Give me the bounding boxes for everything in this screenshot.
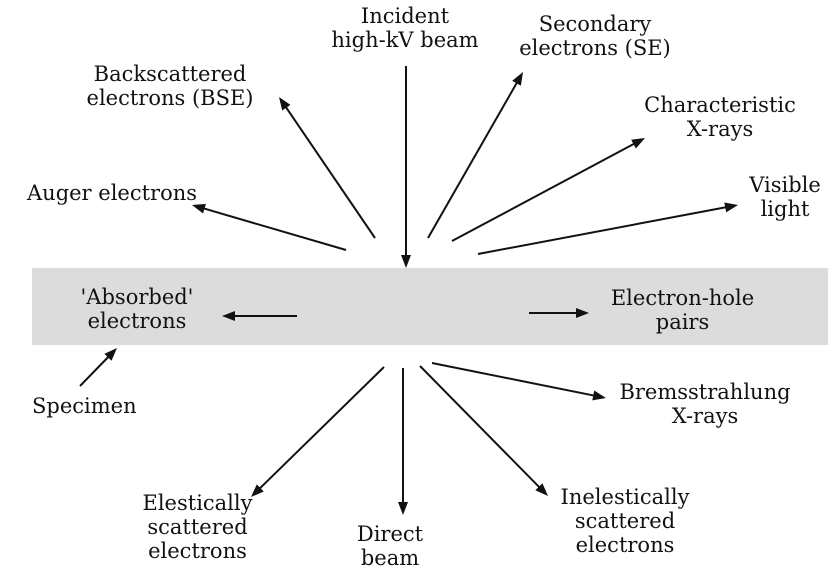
label-secondary-electrons: Secondary electrons (SE) [519,12,671,60]
label-auger-electrons: Auger electrons [27,181,198,205]
label-bremsstrahlung-xrays: Bremsstrahlung X-rays [619,380,791,428]
arrow-direct-beam-head [398,502,408,515]
arrow-specimen [79,355,111,387]
label-incident-beam: Incident high-kV beam [331,4,479,52]
label-elastically-scattered: Elestically scattered electrons [142,491,253,563]
arrow-elastically-scattered [258,366,385,491]
arrow-characteristic-xrays [451,142,636,242]
label-visible-light: Visible light [749,173,821,221]
arrow-secondary-electrons [427,81,519,239]
arrow-secondary-electrons-head [512,72,523,86]
label-specimen: Specimen [32,394,137,418]
specimen-slab [32,268,828,345]
label-characteristic-xrays: Characteristic X-rays [644,93,796,141]
arrow-bremsstrahlung-xrays [431,362,596,397]
arrows-group [79,66,738,515]
arrow-specimen-head [104,348,117,361]
arrow-inelastically-scattered-head [535,483,548,496]
arrow-visible-light-head [724,202,738,213]
label-backscattered-electrons: Backscattered electrons (BSE) [86,62,254,110]
arrow-auger-electrons [202,207,347,251]
arrow-incident-beam-head [401,255,411,268]
arrow-absorbed-electrons-head [222,311,235,321]
label-direct-beam: Direct beam [356,522,424,570]
arrow-inelastically-scattered [419,365,541,489]
arrow-elastically-scattered-head [251,484,264,497]
label-electron-hole-pairs: Electron-hole pairs [610,286,755,334]
label-absorbed-electrons: 'Absorbed' electrons [80,285,194,333]
label-inelastically-scattered: Inelestically scattered electrons [560,485,690,557]
arrow-backscattered-electrons-head [279,97,291,111]
arrow-visible-light [477,206,728,255]
arrow-characteristic-xrays-head [631,138,645,149]
arrow-auger-electrons-head [192,203,206,214]
arrow-electron-hole-pairs-head [576,308,589,318]
arrow-bremsstrahlung-xrays-head [592,390,606,401]
arrow-backscattered-electrons [284,105,376,239]
